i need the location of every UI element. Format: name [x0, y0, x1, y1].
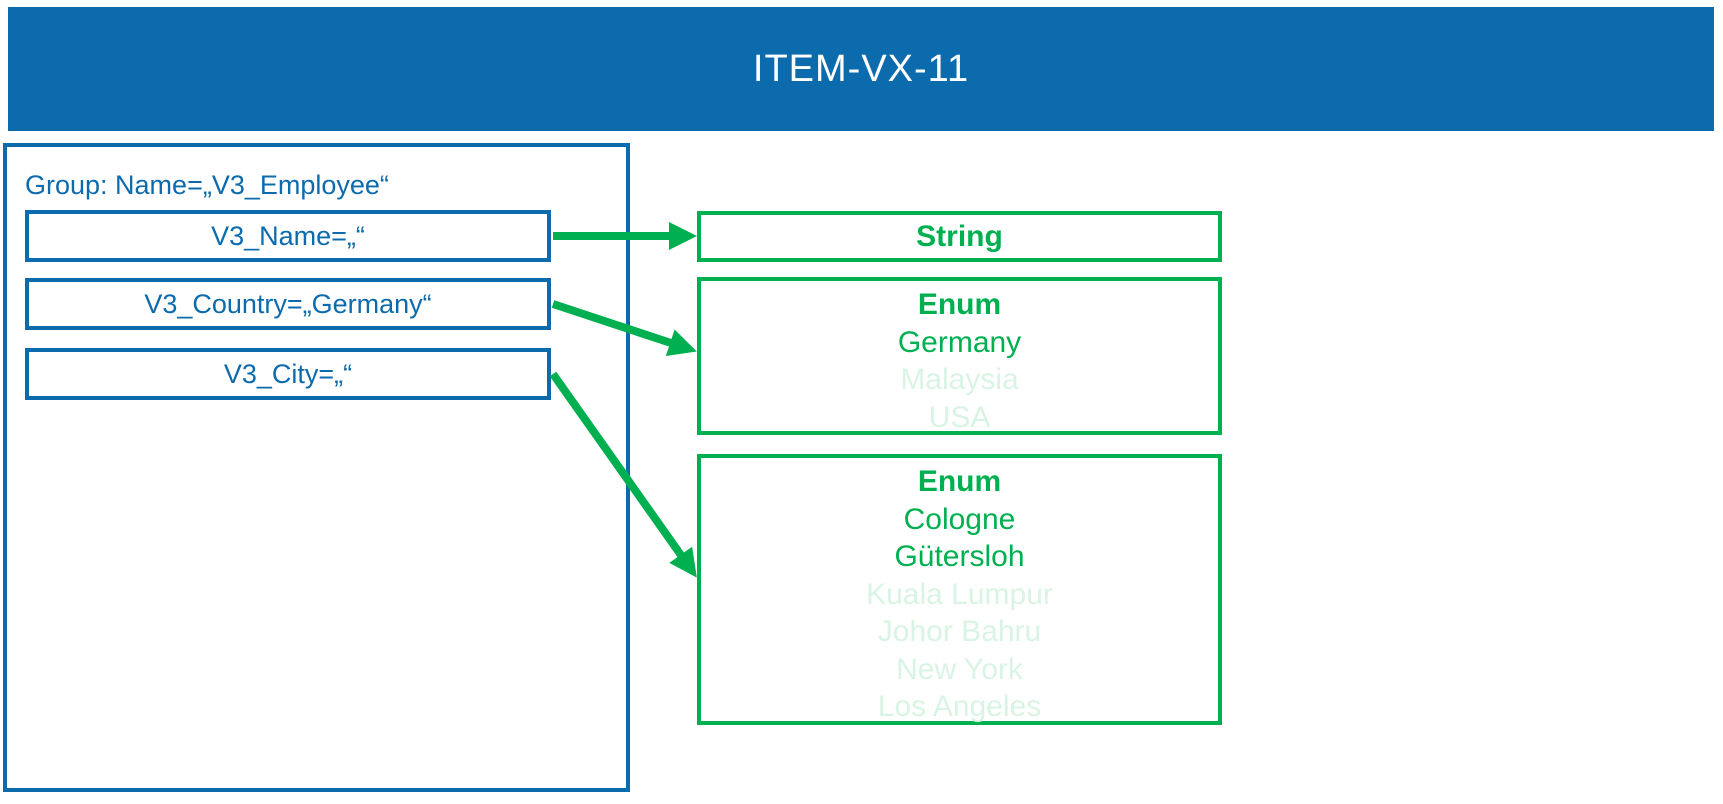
- page-title: ITEM-VX-11: [752, 47, 970, 90]
- enum-item-malaysia: Malaysia: [900, 363, 1019, 396]
- field-box-v3-city: V3_City=„“: [25, 348, 551, 400]
- enum-item-guetersloh: Gütersloh: [894, 540, 1025, 573]
- group-label: Group: Name=„V3_Employee“: [25, 170, 389, 200]
- enum-item-germany: Germany: [897, 325, 1022, 359]
- field-label-v3-name: V3_Name=„“: [211, 220, 365, 251]
- enum-item-usa: USA: [928, 400, 991, 434]
- enum-item-cologne: Cologne: [903, 502, 1016, 536]
- enum-item-new-york: New York: [896, 652, 1023, 686]
- type-title-enum-city: Enum: [917, 465, 1002, 498]
- field-box-v3-name: V3_Name=„“: [25, 210, 551, 262]
- type-title-string: String: [916, 219, 1003, 253]
- type-title-enum-country: Enum: [917, 288, 1002, 321]
- header-bar: ITEM-VX-11: [8, 7, 1714, 131]
- enum-item-johor-bahru: Johor Bahru: [877, 615, 1042, 648]
- type-box-string: String: [697, 211, 1222, 262]
- type-box-enum-country: Enum Germany Malaysia USA: [697, 277, 1222, 435]
- field-label-v3-country: V3_Country=„Germany“: [144, 288, 432, 319]
- enum-item-kuala-lumpur: Kuala Lumpur: [866, 577, 1053, 611]
- field-label-v3-city: V3_City=„“: [223, 358, 353, 389]
- type-box-enum-city: Enum Cologne Gütersloh Kuala Lumpur Joho…: [697, 454, 1222, 725]
- enum-item-los-angeles: Los Angeles: [877, 690, 1042, 723]
- field-box-v3-country: V3_Country=„Germany“: [25, 278, 551, 330]
